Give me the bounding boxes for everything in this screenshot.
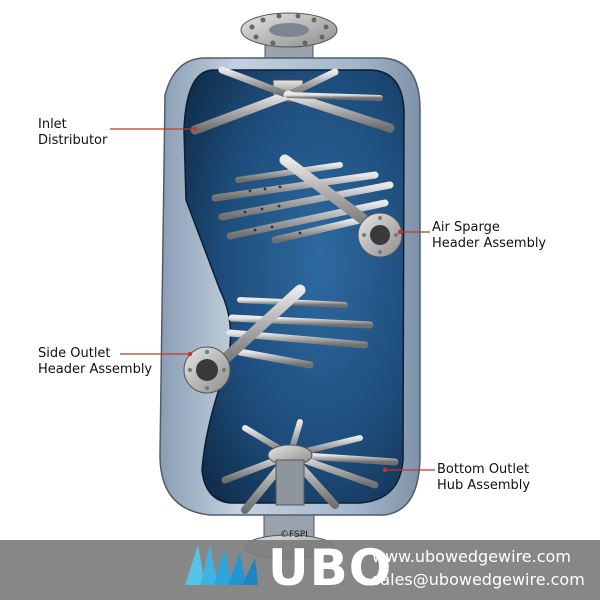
brand-website: www.ubowedgewire.com [372,547,571,566]
label-side-outlet-header: Side Outlet Header Assembly [38,346,153,377]
leader-lines [110,126,435,473]
side-outlet-header [183,284,374,394]
label-inlet-distributor: Inlet Distributor [38,117,108,148]
bottom-outlet-hub [211,419,399,514]
brand-logo-text: UBO [268,539,393,597]
brand-fan-icon [185,545,258,585]
air-sparge-header [211,154,403,258]
brand-banner [0,540,600,600]
inlet-distributor [190,66,395,135]
label-air-sparge-header: Air Sparge Header Assembly [432,220,547,251]
brand-email: sales@ubowedgewire.com [372,570,585,589]
top-nozzle [240,12,338,89]
label-bottom-outlet-hub: Bottom Outlet Hub Assembly [437,462,531,493]
maker-mark: ©FSPI [280,530,308,540]
